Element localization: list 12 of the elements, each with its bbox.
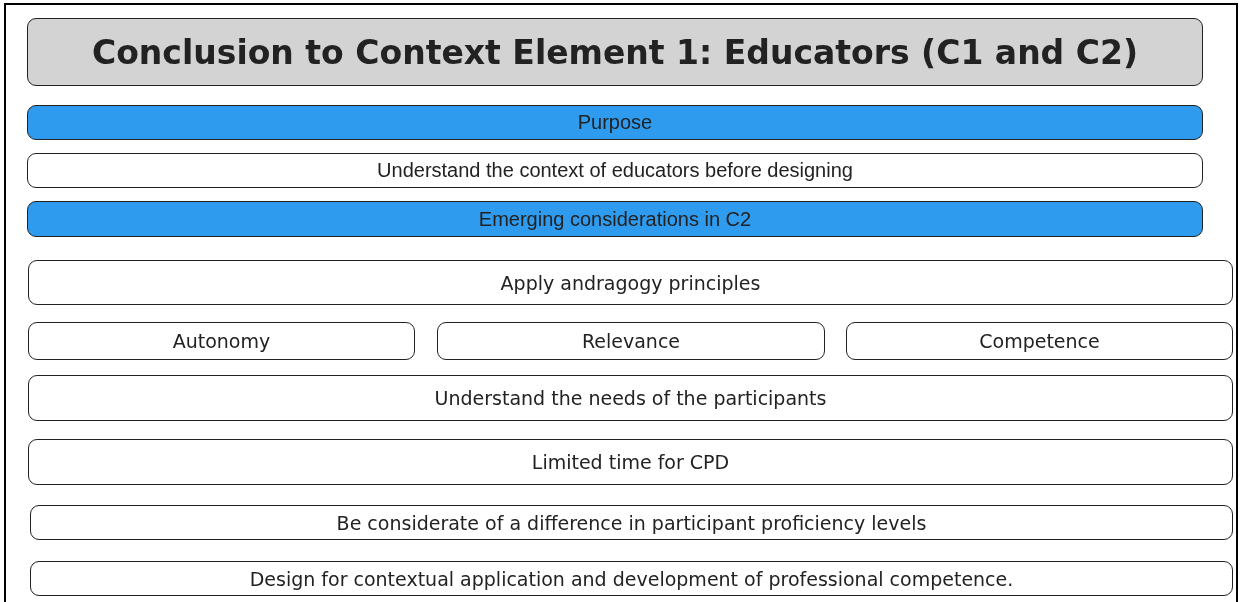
content-box: Be considerate of a difference in participant proficiency levels bbox=[30, 505, 1233, 540]
content-box: Competence bbox=[846, 322, 1233, 360]
title-banner: Conclusion to Context Element 1: Educators (C1 and C2) bbox=[27, 18, 1203, 86]
content-box: Autonomy bbox=[28, 322, 415, 360]
content-box: Relevance bbox=[437, 322, 825, 360]
content-box: Understand the context of educators before designing bbox=[27, 153, 1203, 188]
content-box: Limited time for CPD bbox=[28, 439, 1233, 485]
content-box: Understand the needs of the participants bbox=[28, 375, 1233, 421]
content-box: Apply andragogy principles bbox=[28, 260, 1233, 305]
content-box: Design for contextual application and development of professional competence. bbox=[30, 561, 1233, 596]
section-header-bar: Emerging considerations in C2 bbox=[27, 201, 1203, 237]
section-header-bar: Purpose bbox=[27, 105, 1203, 140]
